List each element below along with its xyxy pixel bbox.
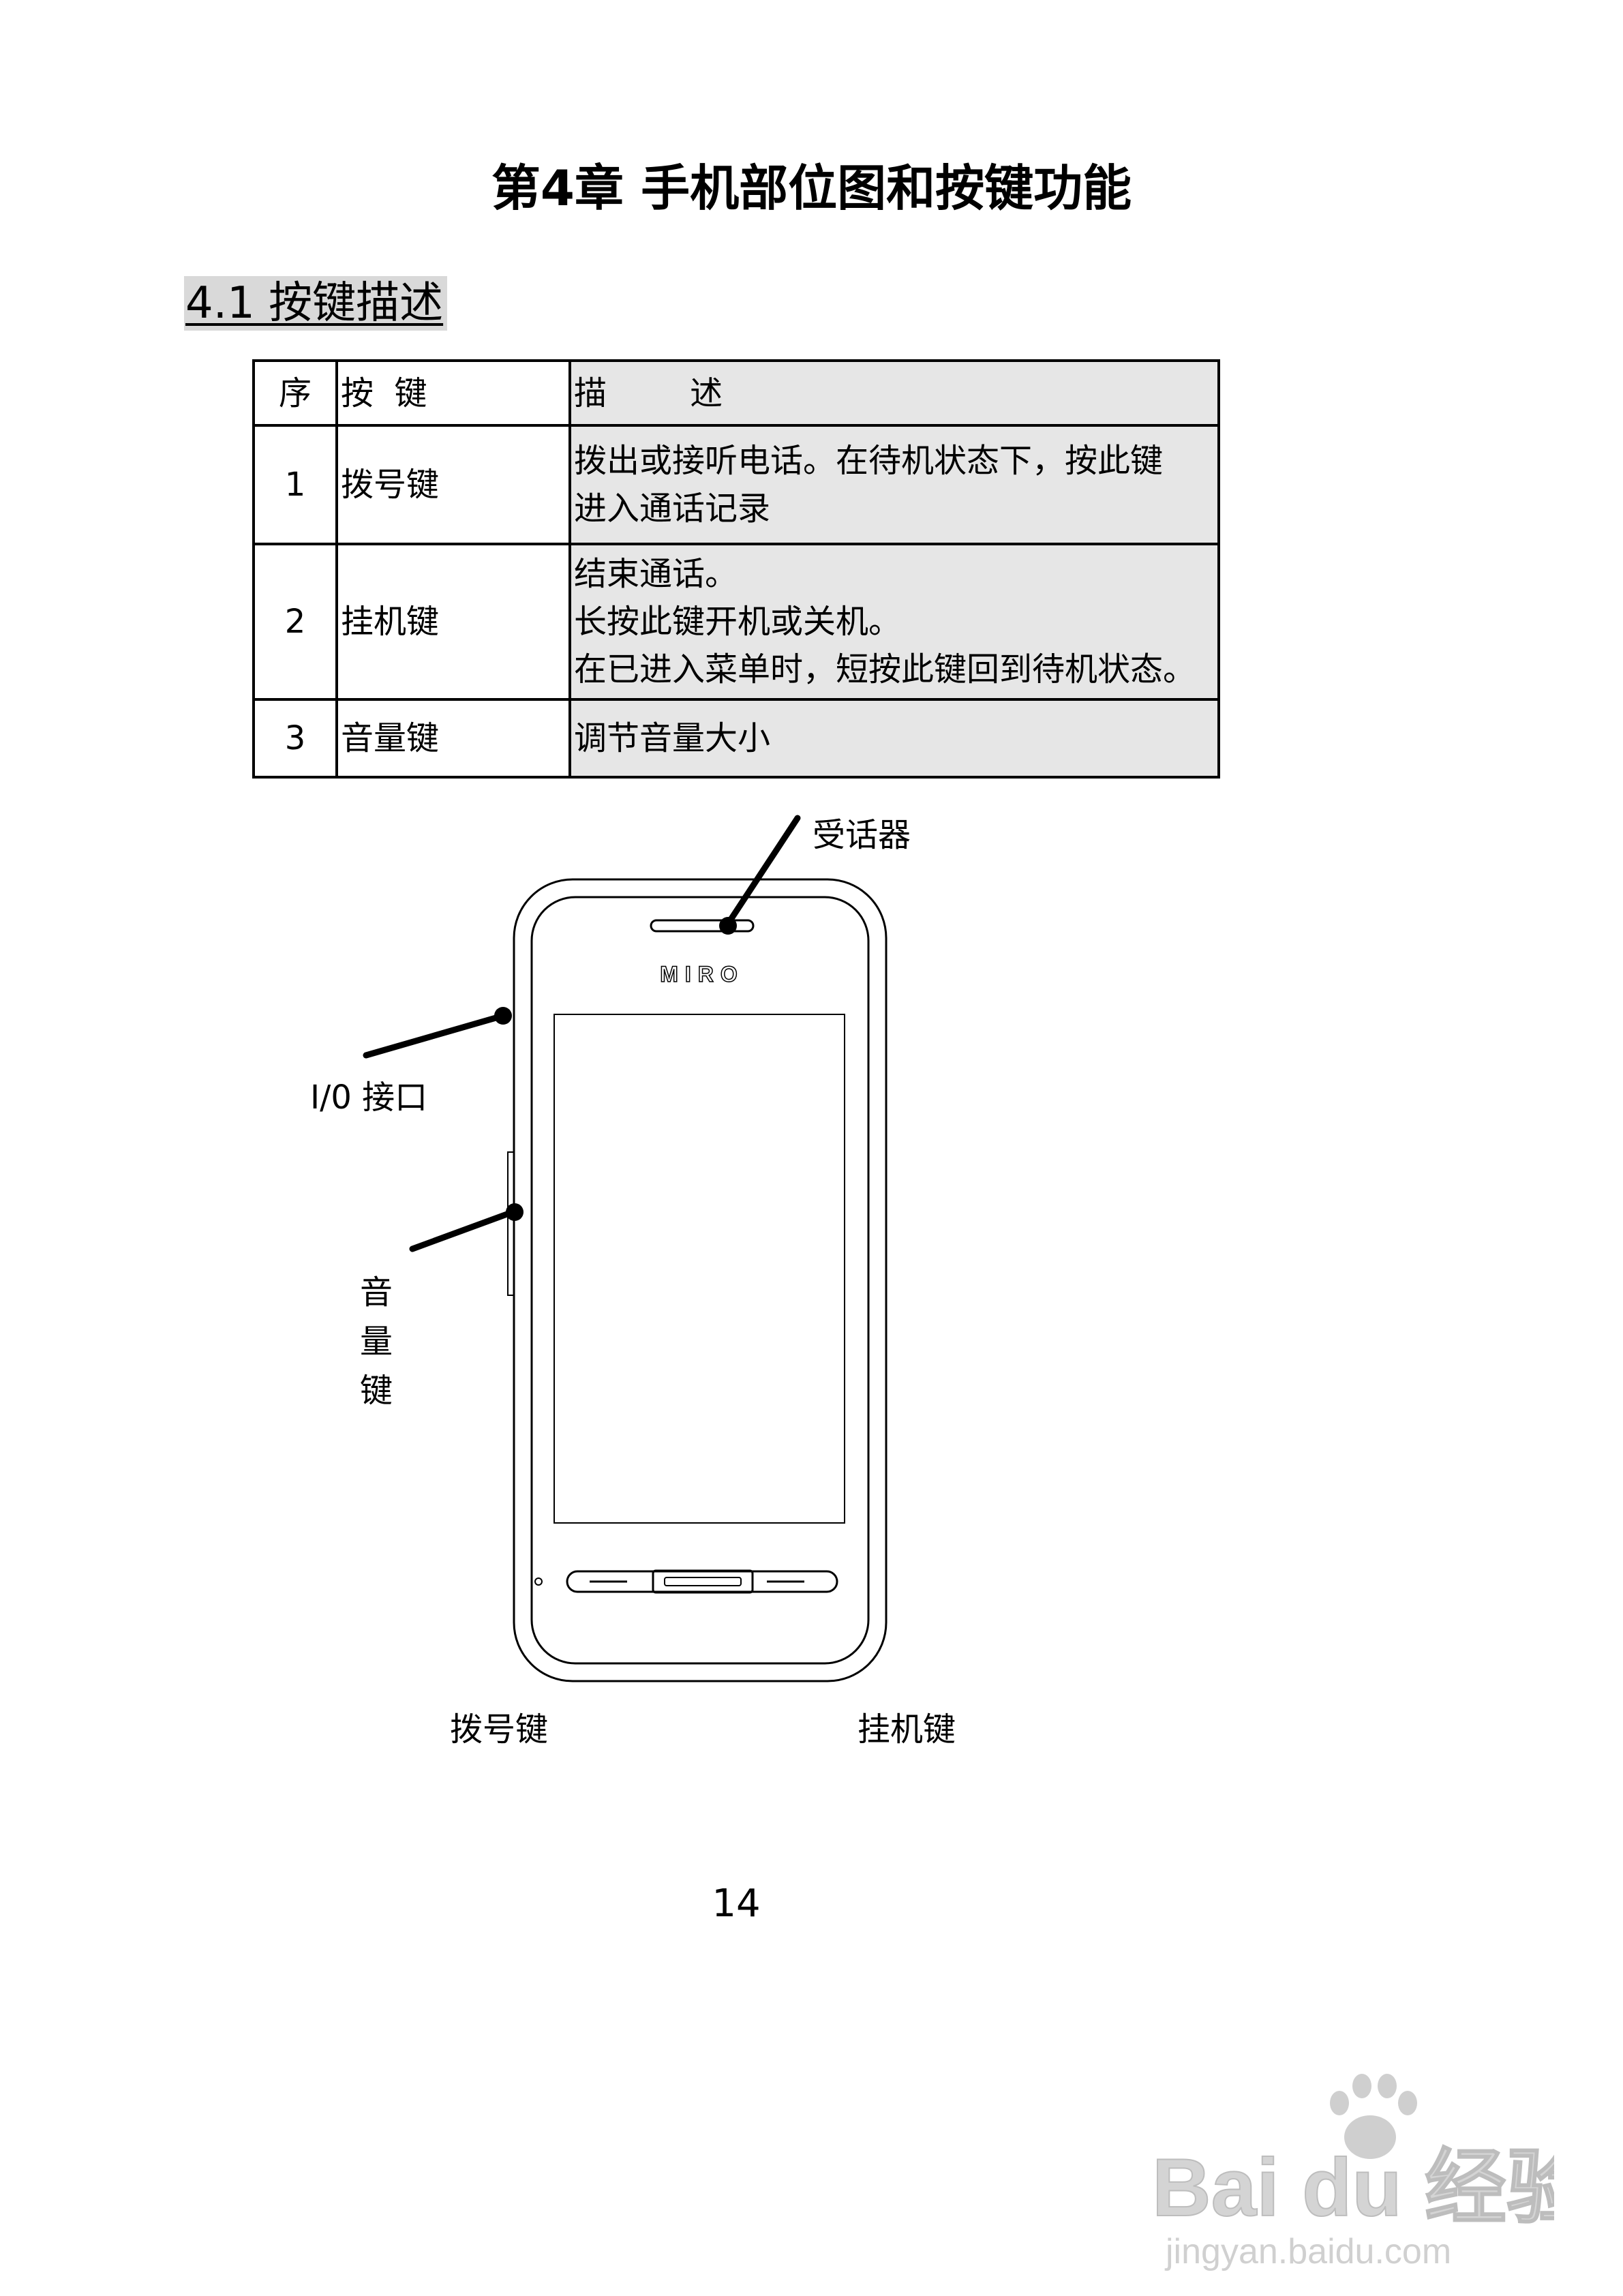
volume-leader-line	[409, 1209, 516, 1252]
paw-toe	[1352, 2074, 1371, 2098]
io-port-label: I/0 接口	[310, 1078, 428, 1117]
watermark-brand: Bai du 经验	[1152, 2142, 1554, 2233]
key-description-table: 序 按 键 描 述 1 拨号键 拨出或接听电话。在待机状态下，按此键 进入通话记…	[252, 359, 1220, 779]
phone-screen	[553, 1014, 845, 1524]
mic-hole	[534, 1577, 543, 1586]
receiver-leader-line	[725, 815, 801, 927]
description-line: 结束通话。	[574, 555, 738, 593]
paw-toe	[1378, 2074, 1397, 2098]
end-key-label: 挂机键	[858, 1710, 956, 1749]
home-key-inner	[664, 1577, 742, 1586]
home-key	[652, 1569, 754, 1594]
table-header-row: 序 按 键 描 述	[252, 359, 1220, 427]
row-key: 挂机键	[335, 543, 571, 701]
io-port-leader-line	[363, 1012, 506, 1059]
row-index: 2	[252, 543, 338, 701]
receiver-slot	[650, 919, 755, 933]
volume-key-label-char: 量	[359, 1323, 393, 1361]
row-key: 拨号键	[335, 424, 571, 545]
phone-inner-body	[530, 896, 870, 1665]
receiver-label: 受话器	[813, 816, 911, 854]
paw-toe	[1398, 2091, 1417, 2115]
paw-toe	[1330, 2091, 1349, 2115]
table-row: 3 音量键 调节音量大小	[252, 698, 1220, 779]
description-line: 在已进入菜单时，短按此键回到待机状态。	[574, 650, 1196, 689]
section-heading: 4.1 按键描述	[184, 276, 448, 331]
description-line: 调节音量大小	[574, 719, 771, 757]
phone-outer-body	[513, 878, 888, 1682]
row-index: 1	[252, 424, 338, 545]
watermark-url: jingyan.baidu.com	[1164, 2232, 1451, 2271]
baidu-jingyan-watermark: Bai du 经验 jingyan.baidu.com	[1151, 2074, 1554, 2271]
description-line: 长按此键开机或关机。	[574, 603, 902, 641]
table-row: 1 拨号键 拨出或接听电话。在待机状态下，按此键 进入通话记录	[252, 424, 1220, 545]
page-number: 14	[712, 1882, 761, 1926]
table-row: 2 挂机键 结束通话。 长按此键开机或关机。 在已进入菜单时，短按此键回到待机状…	[252, 543, 1220, 701]
volume-key-label-char: 音	[359, 1273, 393, 1312]
header-key: 按 键	[335, 359, 571, 427]
chapter-title: 第4章 手机部位图和按键功能	[491, 160, 1132, 217]
volume-pointer-dot	[506, 1203, 524, 1221]
row-description: 拨出或接听电话。在待机状态下，按此键 进入通话记录	[568, 424, 1220, 545]
description-line: 拨出或接听电话。在待机状态下，按此键	[574, 442, 1164, 480]
row-index: 3	[252, 698, 338, 779]
volume-key-label: 音 量 键	[356, 1268, 397, 1415]
side-button-volume	[507, 1151, 515, 1296]
io-port-pointer-dot	[494, 1007, 512, 1025]
row-description: 调节音量大小	[568, 698, 1220, 779]
row-description: 结束通话。 长按此键开机或关机。 在已进入菜单时，短按此键回到待机状态。	[568, 543, 1220, 701]
receiver-pointer-dot	[719, 917, 737, 935]
paw-icon	[1344, 2115, 1396, 2159]
volume-key-label-char: 键	[359, 1372, 393, 1410]
header-index: 序	[252, 359, 338, 427]
phone-brand-logo: MIRO	[660, 962, 744, 986]
description-line: 进入通话记录	[574, 489, 771, 528]
header-description: 描 述	[568, 359, 1220, 427]
dial-key-label: 拨号键	[450, 1710, 549, 1749]
row-key: 音量键	[335, 698, 571, 779]
